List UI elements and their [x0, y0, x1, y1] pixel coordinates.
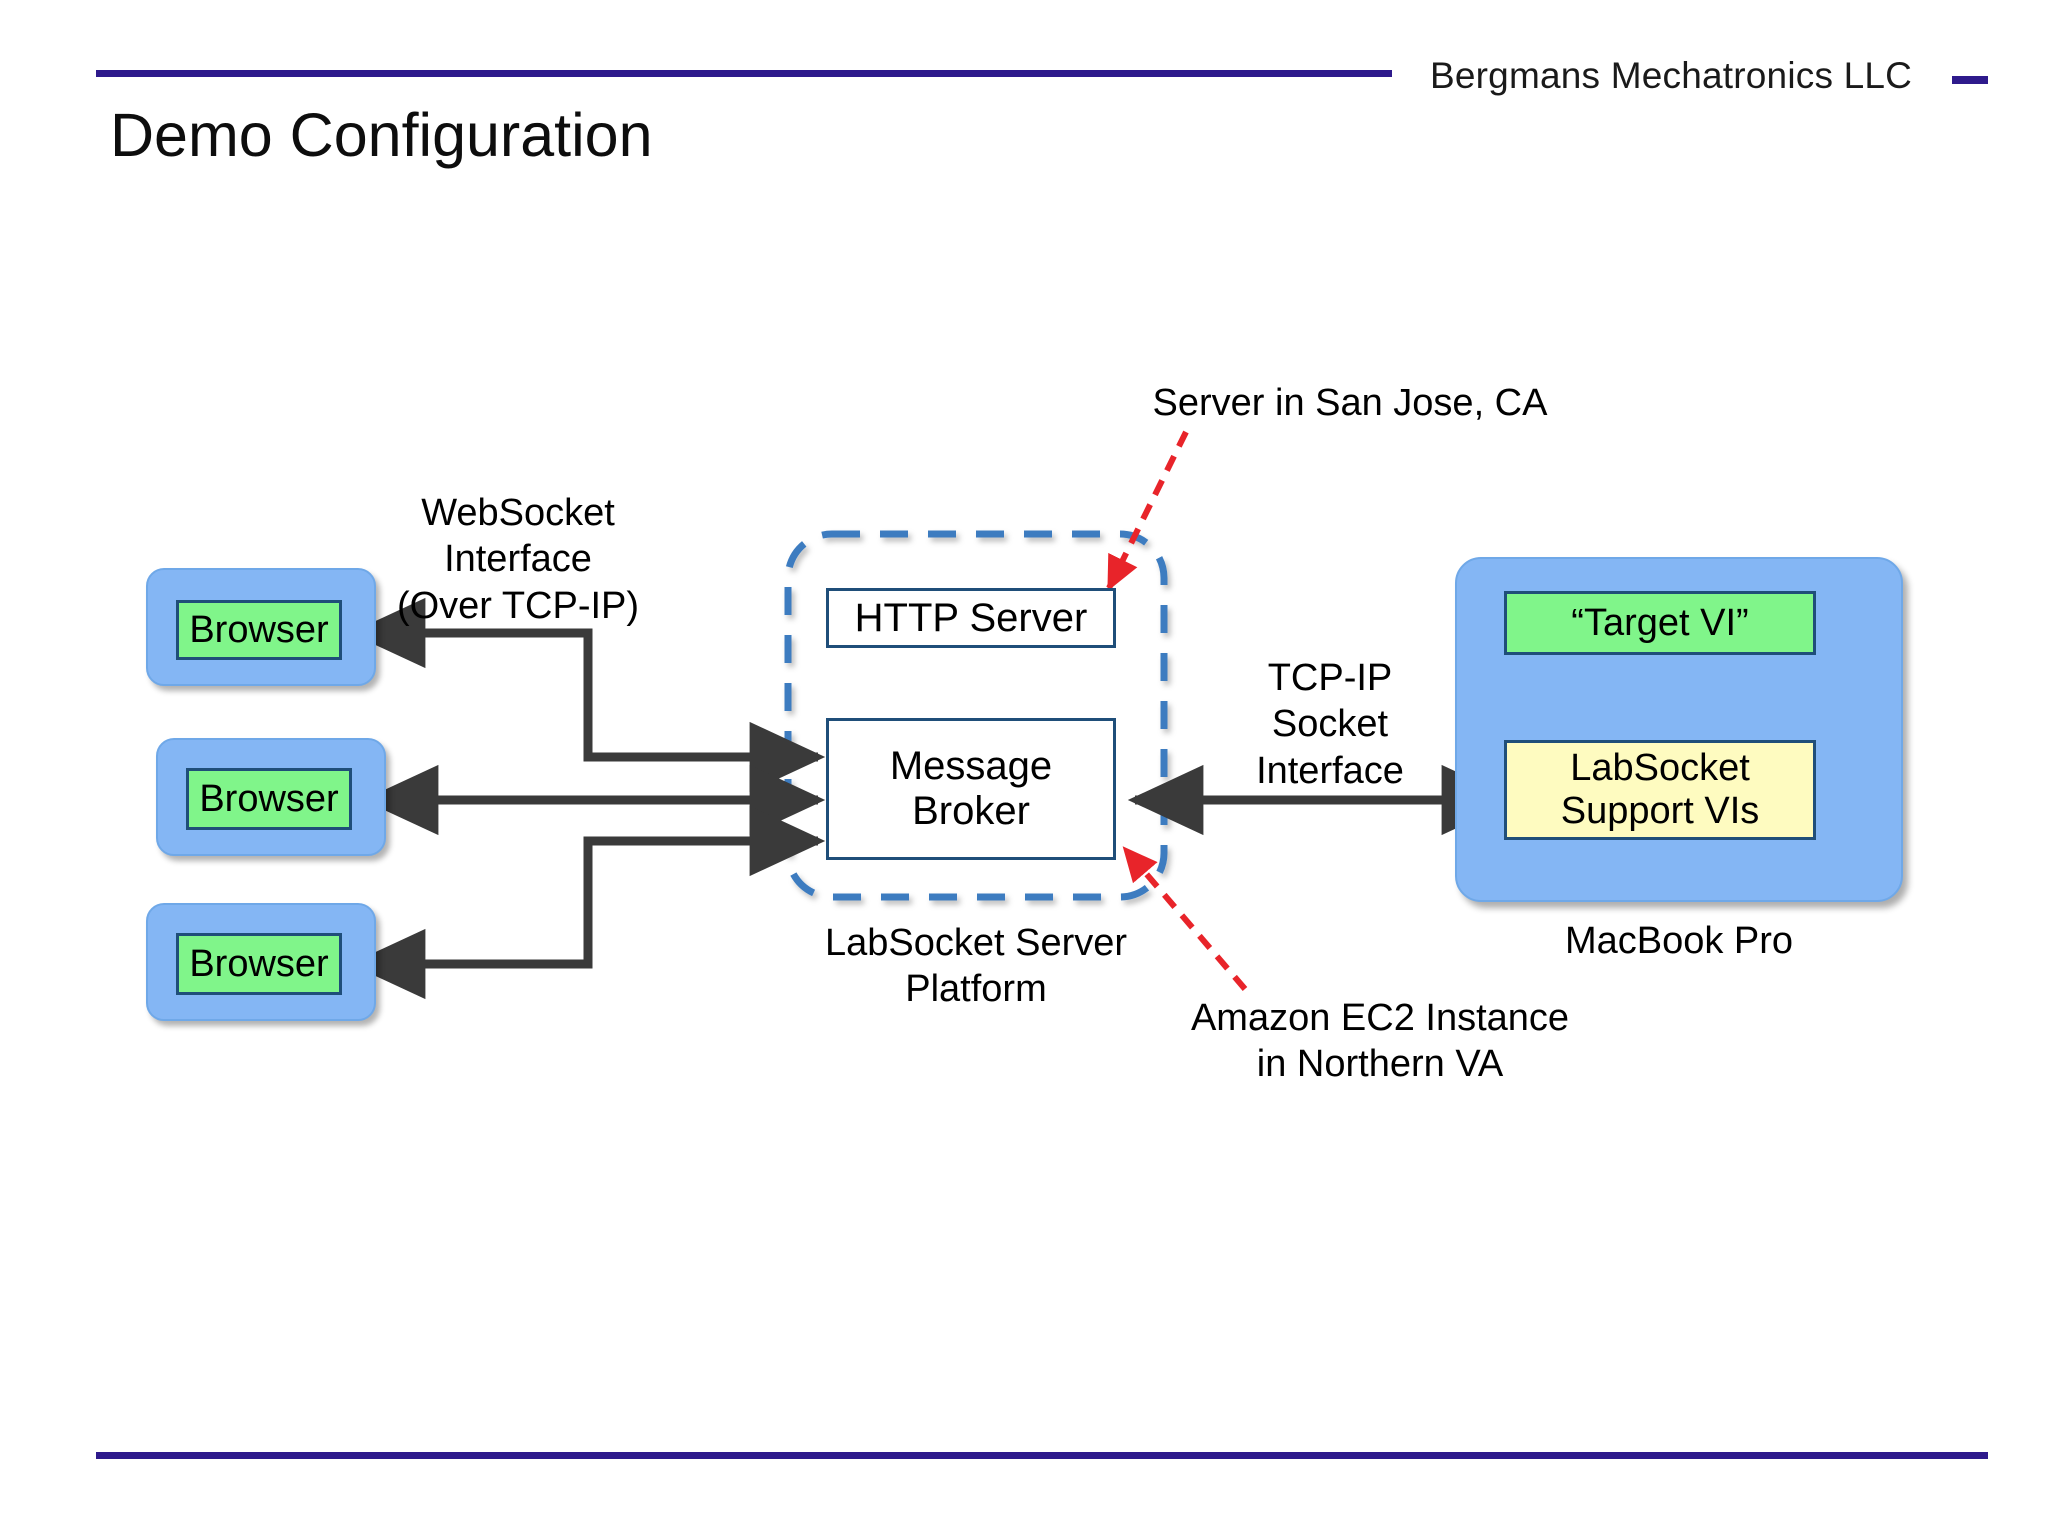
macbook-caption: MacBook Pro: [1564, 920, 1794, 962]
annotation-amazon-ec2: Amazon EC2 Instance in Northern VA: [1190, 997, 1570, 1086]
annotation-san-jose: Server in San Jose, CA: [1152, 382, 1548, 424]
target-vi-label: “Target VI”: [1571, 601, 1749, 644]
browser-label-3: Browser: [189, 942, 329, 985]
connector-browser1: [349, 597, 818, 762]
browser-label-1: Browser: [189, 608, 329, 651]
page-title: Demo Configuration: [110, 101, 653, 169]
websocket-interface-label: WebSocket Interface (Over TCP-IP): [396, 492, 640, 627]
browser-box-2[interactable]: Browser: [186, 768, 352, 830]
tcpip-socket-interface-label: TCP-IP Socket Interface: [1256, 657, 1404, 792]
http-server-box[interactable]: HTTP Server: [826, 588, 1116, 648]
header-rule: [96, 70, 1392, 77]
connector-browser3: [349, 836, 818, 1000]
annotation-arrow-ec2: [1122, 846, 1248, 991]
labsocket-support-vis-box[interactable]: LabSocket Support VIs: [1504, 740, 1816, 840]
annotation-arrow-san-jose: [1106, 430, 1189, 592]
http-server-label: HTTP Server: [854, 595, 1088, 640]
browser-box-3[interactable]: Browser: [176, 933, 342, 995]
browser-box-1[interactable]: Browser: [176, 600, 342, 660]
header-brand: Bergmans Mechatronics LLC: [1430, 55, 1913, 96]
target-vi-box[interactable]: “Target VI”: [1504, 591, 1816, 655]
header-accent-dash: [1952, 76, 1988, 84]
labsocket-platform-caption: LabSocket Server Platform: [824, 922, 1128, 1011]
message-broker-label: Message Broker: [889, 744, 1053, 833]
message-broker-box[interactable]: Message Broker: [826, 718, 1116, 860]
browser-label-2: Browser: [199, 777, 339, 820]
labsocket-platform-boundary: [784, 530, 1168, 901]
labsocket-support-vis-label: LabSocket Support VIs: [1560, 747, 1760, 832]
footer-rule: [96, 1452, 1988, 1459]
